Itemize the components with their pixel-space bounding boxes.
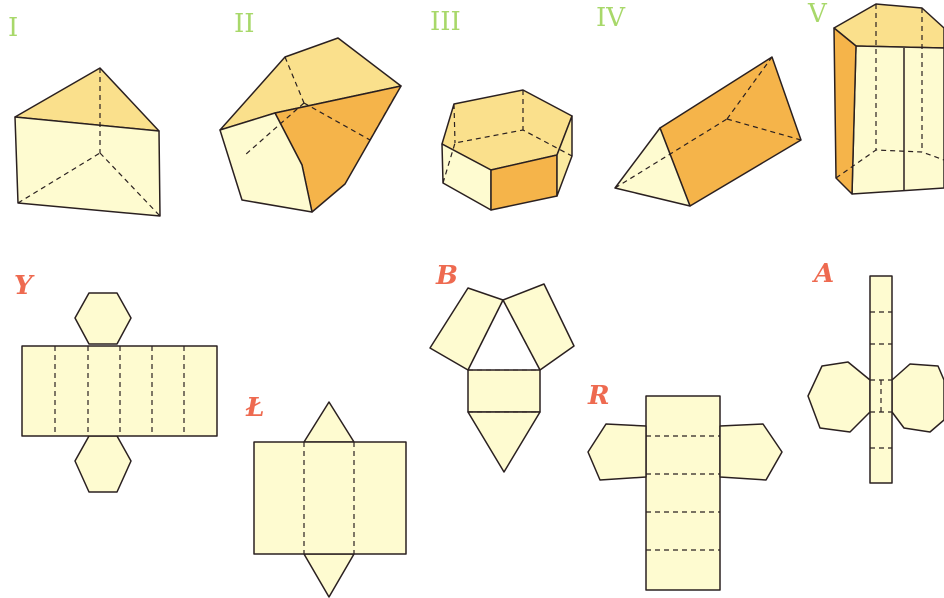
solid-hexagonal-prism-flat: III [430, 7, 573, 211]
net-pentagonal-prism: R [587, 381, 783, 591]
label-I: I [8, 13, 18, 43]
solid-triangular-prism: I [8, 13, 161, 217]
label-R: R [587, 381, 610, 411]
label-B: B [435, 261, 458, 291]
net-hexagonal-strip: A [807, 259, 944, 484]
solid-triangular-prism-long: IV [596, 3, 802, 207]
net-pentagon-fan: B [429, 261, 575, 473]
solid-hexagonal-prism-tall: V [807, 0, 944, 195]
label-III: III [430, 7, 461, 37]
label-A: A [811, 259, 834, 289]
label-Y: Y [14, 271, 35, 301]
label-IV: IV [596, 3, 626, 33]
net-hexagonal-prism: Y [14, 271, 218, 493]
label-V: V [807, 0, 828, 29]
net-triangular-prism-wide: Ł [245, 393, 407, 598]
label-L: Ł [245, 393, 264, 423]
solid-pentagonal-prism: II [219, 9, 402, 213]
label-II: II [234, 9, 255, 39]
